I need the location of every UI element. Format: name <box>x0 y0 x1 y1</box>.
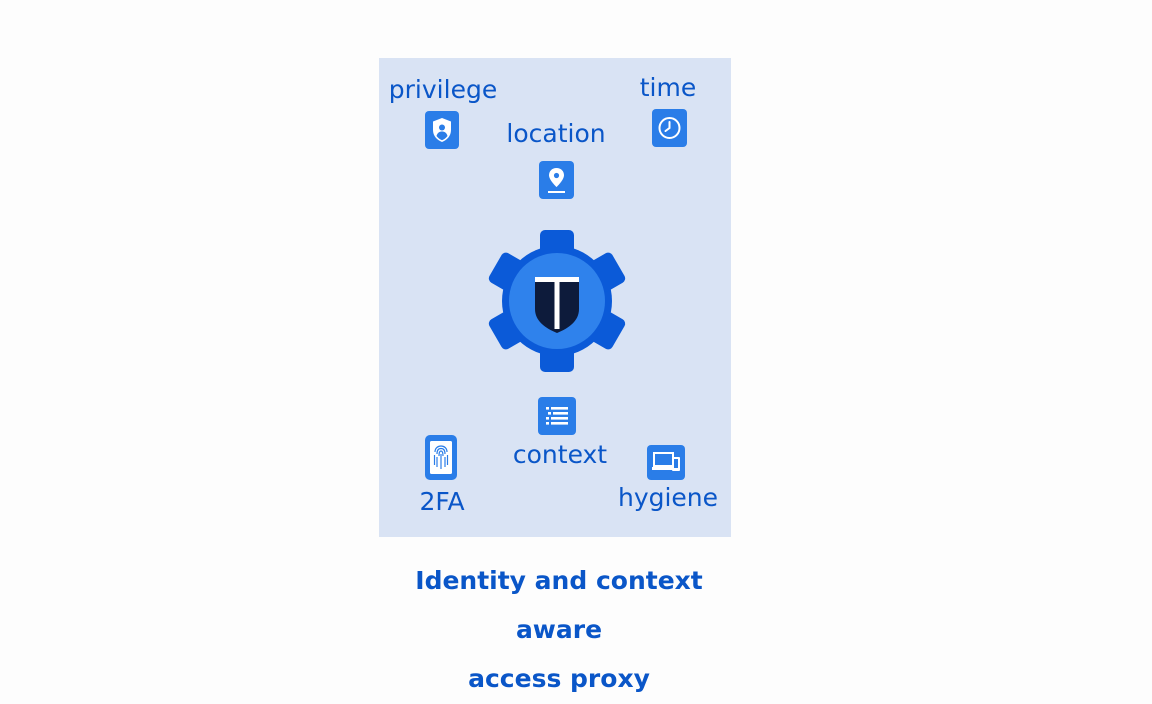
label-time: time <box>639 73 697 102</box>
diagram-caption: Identity and context aware access proxy <box>379 556 739 703</box>
label-privilege: privilege <box>388 75 498 104</box>
map-pin-icon <box>539 161 574 199</box>
caption-line-2: access proxy <box>468 664 650 693</box>
fingerprint-phone-icon <box>425 435 457 480</box>
laptop-phone-icon <box>647 445 685 480</box>
label-context: context <box>512 440 608 469</box>
shield-user-icon <box>425 111 459 149</box>
label-2fa: 2FA <box>419 487 465 516</box>
list-icon <box>538 397 576 435</box>
caption-line-1: Identity and context aware <box>415 566 703 644</box>
clock-icon <box>652 109 687 147</box>
label-hygiene: hygiene <box>617 483 719 512</box>
gear-shield-logo-icon <box>488 230 626 372</box>
label-location: location <box>506 119 606 148</box>
